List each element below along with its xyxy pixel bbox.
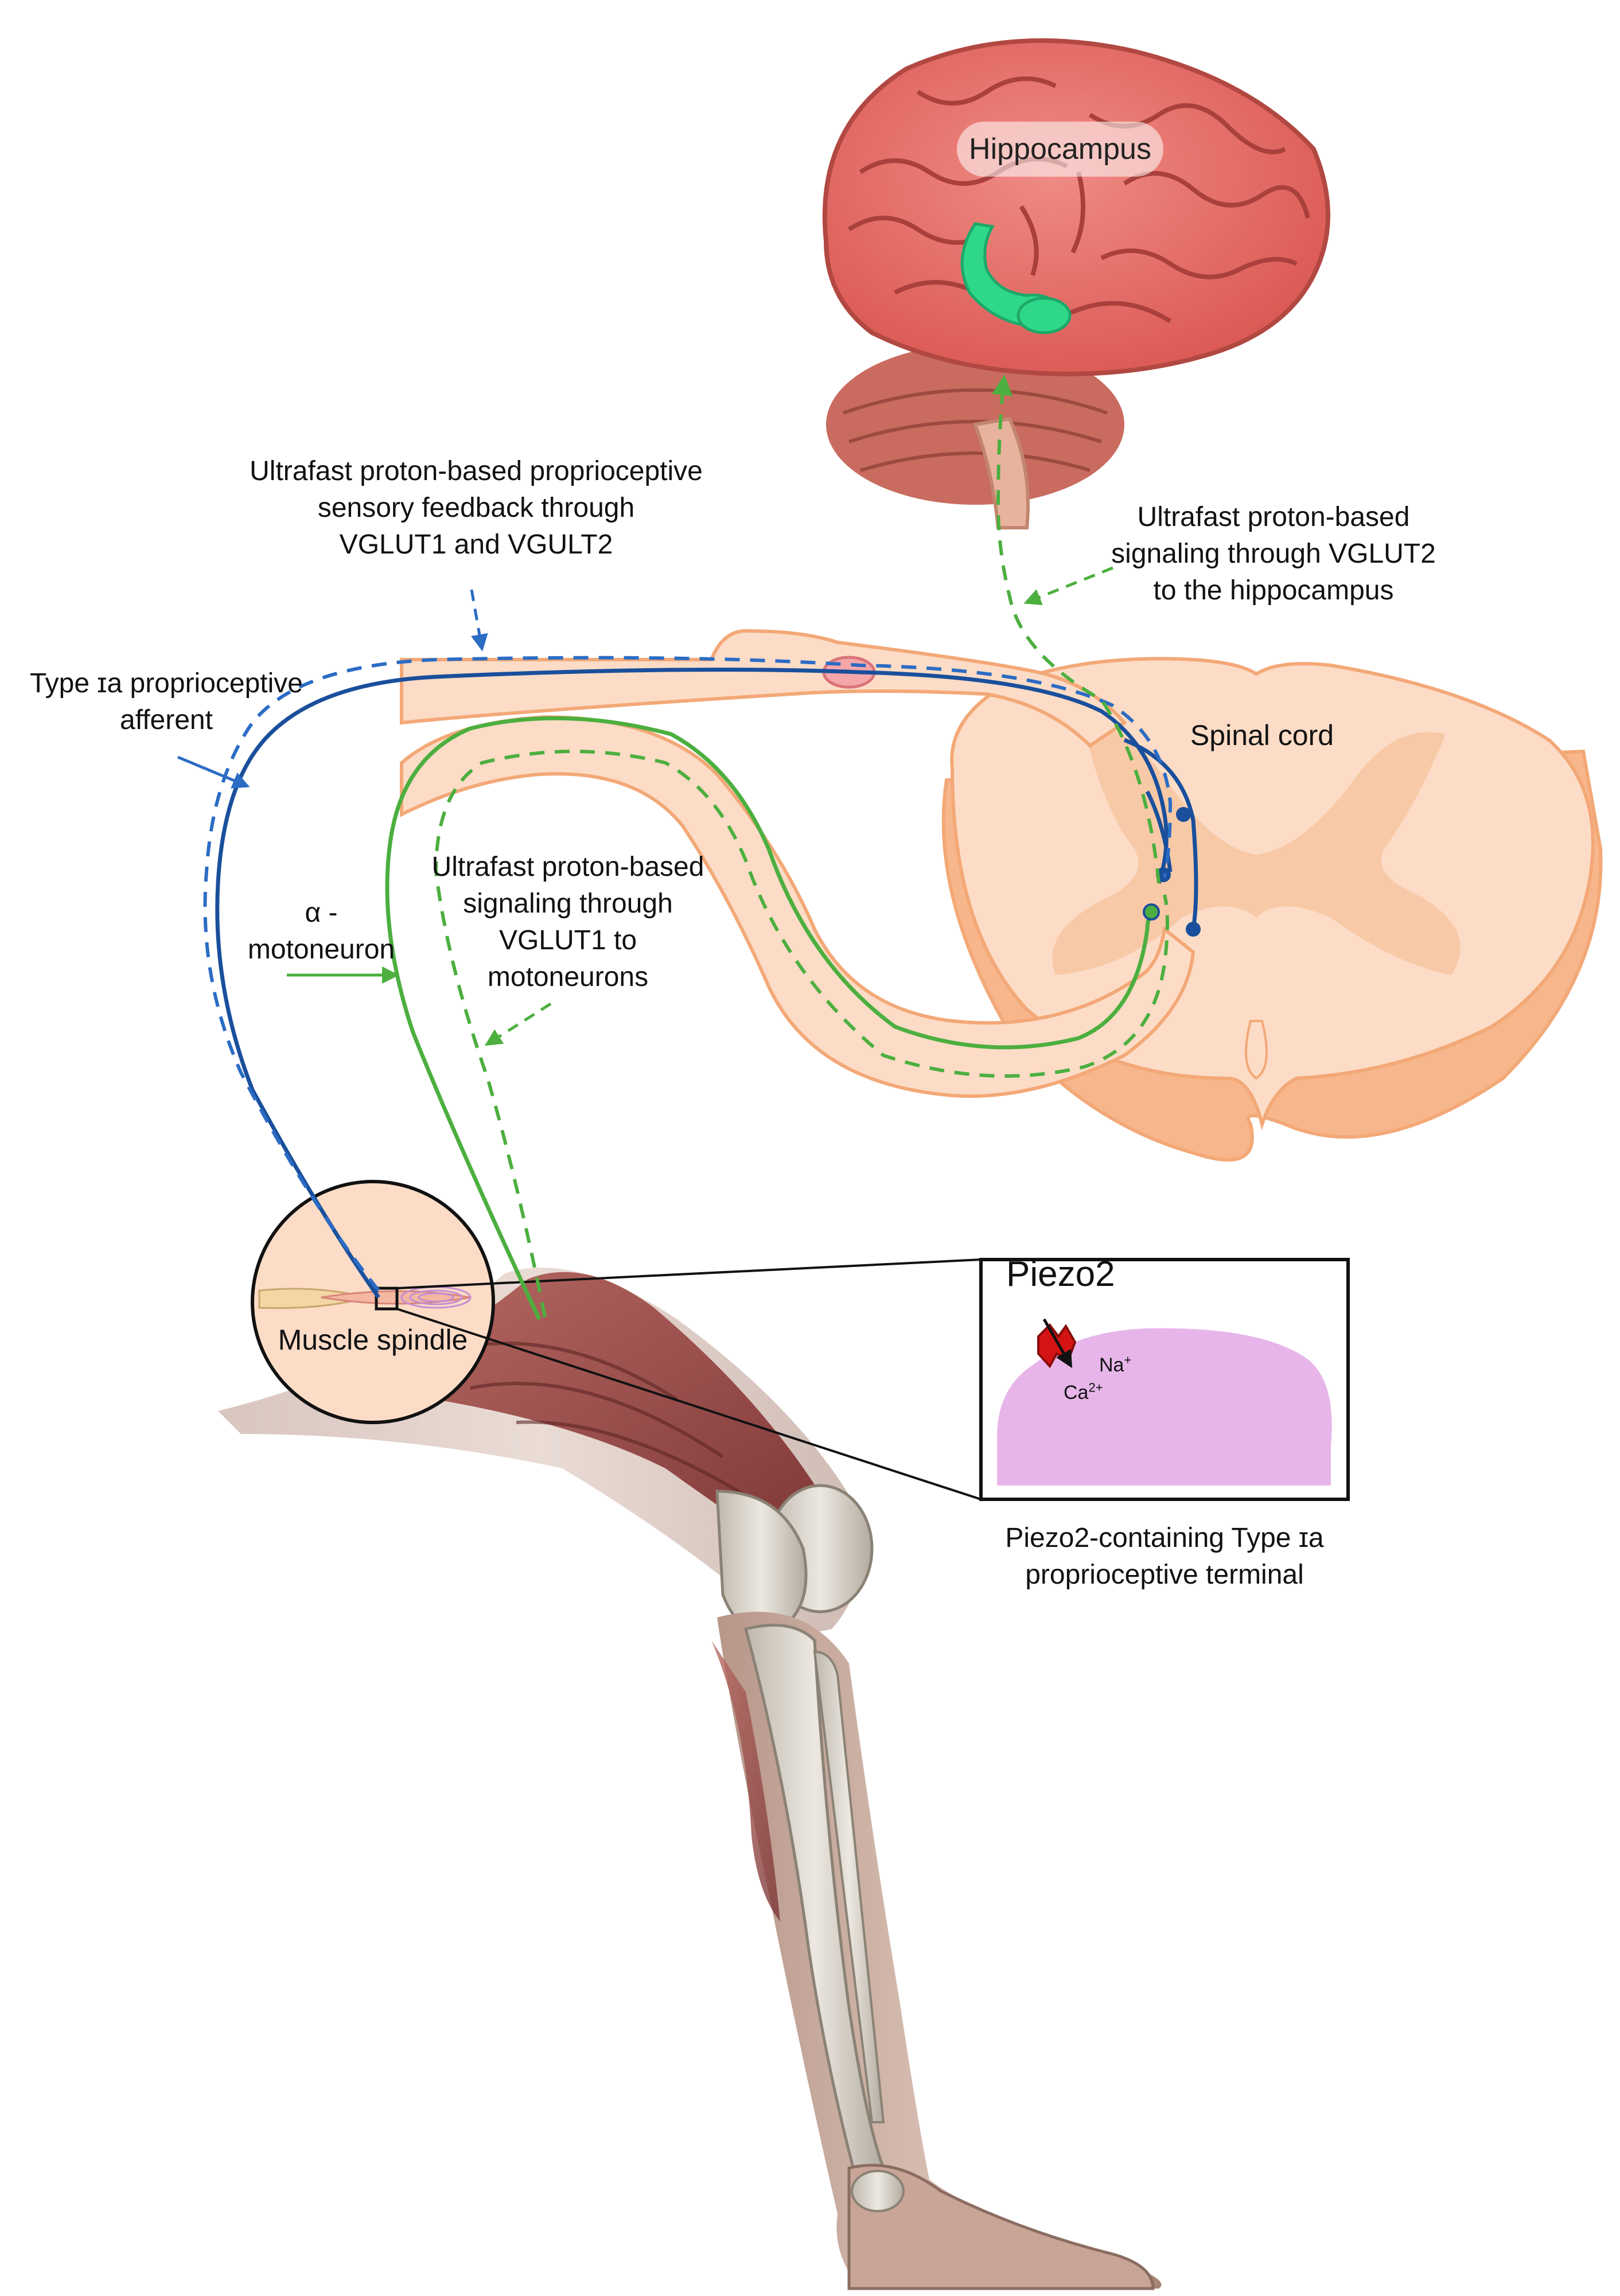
afferent-branch-path [1123, 738, 1198, 930]
type-ia-label: Type ɪa proprioceptive afferent [6, 665, 327, 739]
hippo-signal-line-2: signaling through VGLUT2 [1111, 539, 1436, 569]
alpha-motoneuron-label: α - motoneuron [229, 895, 413, 968]
feedback-label: Ultrafast proton-based proprioceptive se… [178, 453, 774, 563]
hippocampus-signaling-label: Ultrafast proton-based signaling through… [1078, 499, 1469, 609]
terminal-line-1: Piezo2-containing Type ɪa [1005, 1523, 1324, 1553]
terminal-line-2: proprioceptive terminal [1025, 1560, 1304, 1590]
motoneuron-solid-path [385, 716, 1155, 1320]
piezo2-label: Piezo2 [1006, 1254, 1115, 1294]
zoom-line-bottom [396, 1308, 982, 1500]
ca-charge: 2+ [1088, 1380, 1103, 1395]
na-charge: + [1124, 1352, 1132, 1367]
vglut1-motoneurons-label: Ultrafast proton-based signaling through… [402, 849, 734, 996]
sodium-ion-label: Na+ [1099, 1354, 1131, 1377]
type-ia-line-2: afferent [120, 705, 213, 735]
hippocampus-label: Hippocampus [957, 122, 1163, 177]
pointer-vglut1 [484, 1002, 552, 1046]
vglut1-line-2: signaling through [463, 888, 673, 919]
afferent-dashed-path [203, 656, 1173, 1292]
na-text: Na [1099, 1354, 1124, 1376]
pointer-type-ia [177, 755, 250, 789]
vglut1-line-1: Ultrafast proton-based [431, 852, 704, 882]
feedback-line-3: VGLUT1 and VGULT2 [339, 529, 613, 560]
pointer-feedback [470, 589, 488, 652]
motoneuron-dashed-path [434, 750, 1169, 1317]
muscle-spindle-label: Muscle spindle [278, 1324, 468, 1356]
spinal-cord-label: Spinal cord [1165, 717, 1360, 754]
vglut1-line-3: VGLUT1 to [499, 925, 637, 956]
type-ia-line-1: Type ɪa proprioceptive [29, 668, 303, 699]
hippocampus-dashed-path [992, 374, 1161, 884]
feedback-line-1: Ultrafast proton-based proprioceptive [250, 456, 703, 486]
alpha-line-1: α - [305, 898, 338, 928]
ca-text: Ca [1064, 1382, 1089, 1404]
afferent-solid-path [215, 668, 1169, 1299]
hippo-signal-line-3: to the hippocampus [1153, 575, 1394, 606]
pointer-vglut2 [1023, 566, 1113, 606]
hippocampus-icon [960, 222, 1072, 334]
alpha-line-2: motoneuron [247, 934, 395, 965]
leg-icon [218, 1268, 1162, 2290]
piezo2-inset [979, 1258, 1350, 1501]
hippo-signal-line-1: Ultrafast proton-based [1137, 502, 1410, 532]
zoom-line-top [396, 1258, 982, 1289]
muscle-spindle-icon [251, 1180, 495, 1424]
vglut1-line-4: motoneurons [487, 962, 649, 992]
spinal-cord-text: Spinal cord [1190, 719, 1334, 751]
calcium-ion-label: Ca2+ [1064, 1381, 1103, 1404]
brain-icon [822, 38, 1330, 529]
feedback-line-2: sensory feedback through [317, 493, 635, 523]
piezo2-terminal-label: Piezo2-containing Type ɪa proprioceptive… [969, 1520, 1360, 1593]
